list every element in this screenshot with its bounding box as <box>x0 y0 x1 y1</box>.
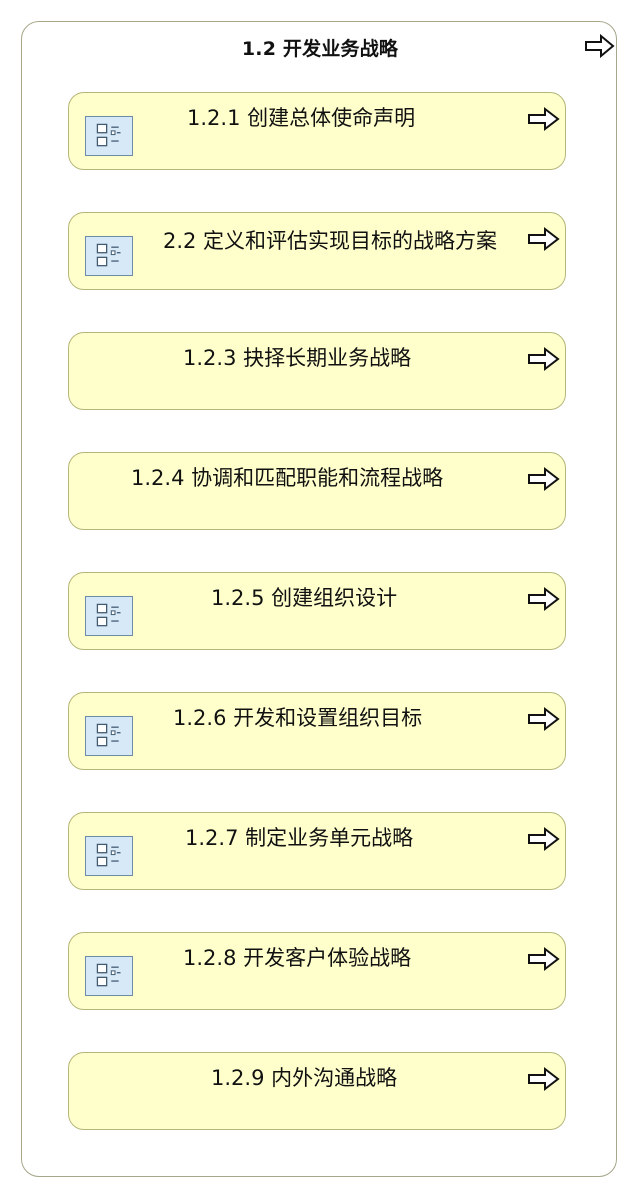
process-item-1-2-1[interactable]: 1.2.1 创建总体使命声明 <box>68 92 566 170</box>
process-list-icon <box>85 596 133 636</box>
arrow-right-outline-icon[interactable] <box>527 465 561 493</box>
arrow-right-outline-icon[interactable] <box>584 32 616 60</box>
process-item-1-2-6[interactable]: 1.2.6 开发和设置组织目标 <box>68 692 566 770</box>
process-group-title: 1.2 开发业务战略 <box>241 38 399 60</box>
process-item-label: 1.2.4 协调和匹配职能和流程战略 <box>131 466 444 490</box>
arrow-right-outline-icon[interactable] <box>527 345 561 373</box>
process-item-label: 1.2.9 内外沟通战略 <box>211 1066 398 1090</box>
process-item-label: 1.2.8 开发客户体验战略 <box>183 946 412 970</box>
process-list-icon <box>85 836 133 876</box>
process-item-1-2-7[interactable]: 1.2.7 制定业务单元战略 <box>68 812 566 890</box>
arrow-right-outline-icon[interactable] <box>527 705 561 733</box>
arrow-right-outline-icon[interactable] <box>527 105 561 133</box>
arrow-right-outline-icon[interactable] <box>527 825 561 853</box>
process-item-1-2-4[interactable]: 1.2.4 协调和匹配职能和流程战略 <box>68 452 566 530</box>
process-item-label: 1.2.1 创建总体使命声明 <box>187 106 416 130</box>
arrow-right-outline-icon[interactable] <box>527 585 561 613</box>
process-item-1-2-2[interactable]: 2.2 定义和评估实现目标的战略方案 <box>68 212 566 290</box>
arrow-right-outline-icon[interactable] <box>527 1065 561 1093</box>
arrow-right-outline-icon[interactable] <box>527 945 561 973</box>
process-list-icon <box>85 716 133 756</box>
process-item-label: 1.2.7 制定业务单元战略 <box>185 826 414 850</box>
process-item-1-2-5[interactable]: 1.2.5 创建组织设计 <box>68 572 566 650</box>
process-item-label: 2.2 定义和评估实现目标的战略方案 <box>162 229 498 253</box>
process-item-1-2-3[interactable]: 1.2.3 抉择长期业务战略 <box>68 332 566 410</box>
process-item-label: 1.2.6 开发和设置组织目标 <box>173 706 423 730</box>
process-item-label: 1.2.5 创建组织设计 <box>211 586 398 610</box>
arrow-right-outline-icon[interactable] <box>527 225 561 253</box>
process-list-icon <box>85 116 133 156</box>
process-list-icon <box>85 236 133 276</box>
process-item-label: 1.2.3 抉择长期业务战略 <box>183 346 412 370</box>
process-item-1-2-9[interactable]: 1.2.9 内外沟通战略 <box>68 1052 566 1130</box>
process-list-icon <box>85 956 133 996</box>
process-item-1-2-8[interactable]: 1.2.8 开发客户体验战略 <box>68 932 566 1010</box>
